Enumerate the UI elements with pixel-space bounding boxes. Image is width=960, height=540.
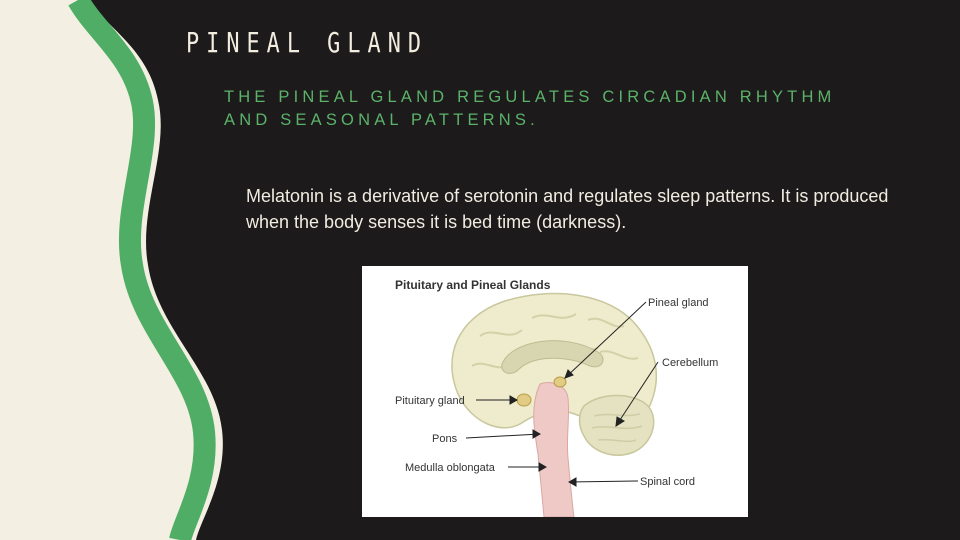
brain-outline bbox=[451, 292, 658, 429]
brain-folds bbox=[471, 313, 639, 369]
cerebellum-pointer bbox=[615, 361, 659, 427]
spinal-cord-arrowhead bbox=[567, 477, 577, 487]
pons-pointer bbox=[465, 433, 541, 439]
label-cerebellum: Cerebellum bbox=[662, 357, 718, 369]
figure-title: Pituitary and Pineal Glands bbox=[395, 278, 551, 292]
label-pineal-gland: Pineal gland bbox=[648, 297, 709, 309]
label-medulla-oblongata: Medulla oblongata bbox=[405, 462, 496, 474]
pineal-arrowhead bbox=[564, 369, 574, 379]
cream-panel bbox=[0, 0, 223, 540]
corpus-callosum bbox=[501, 340, 604, 374]
pons-arrowhead bbox=[532, 429, 542, 439]
label-pons: Pons bbox=[432, 433, 458, 445]
label-pituitary-gland: Pituitary gland bbox=[395, 395, 465, 407]
medulla-arrowhead bbox=[538, 462, 548, 472]
brainstem-shape bbox=[533, 382, 575, 517]
slide-title: PINEAL GLAND bbox=[186, 26, 429, 59]
pituitary-gland-shape bbox=[516, 393, 532, 407]
decorative-wave-shape bbox=[0, 0, 223, 540]
cerebellum-arrowhead bbox=[615, 416, 625, 427]
pineal-gland-shape bbox=[553, 376, 567, 388]
brain-diagram-figure: Pituitary and Pineal Glands bbox=[362, 266, 748, 517]
pineal-pointer bbox=[564, 301, 647, 379]
label-spinal-cord: Spinal cord bbox=[640, 476, 695, 488]
slide-subtitle: THE PINEAL GLAND REGULATES CIRCADIAN RHY… bbox=[224, 88, 836, 129]
spinal-cord-pointer bbox=[568, 480, 639, 483]
pituitary-arrowhead bbox=[509, 395, 519, 405]
green-wave-band bbox=[68, 0, 216, 540]
cerebellum-folds bbox=[591, 413, 643, 443]
body-paragraph: Melatonin is a derivative of serotonin a… bbox=[246, 186, 889, 232]
